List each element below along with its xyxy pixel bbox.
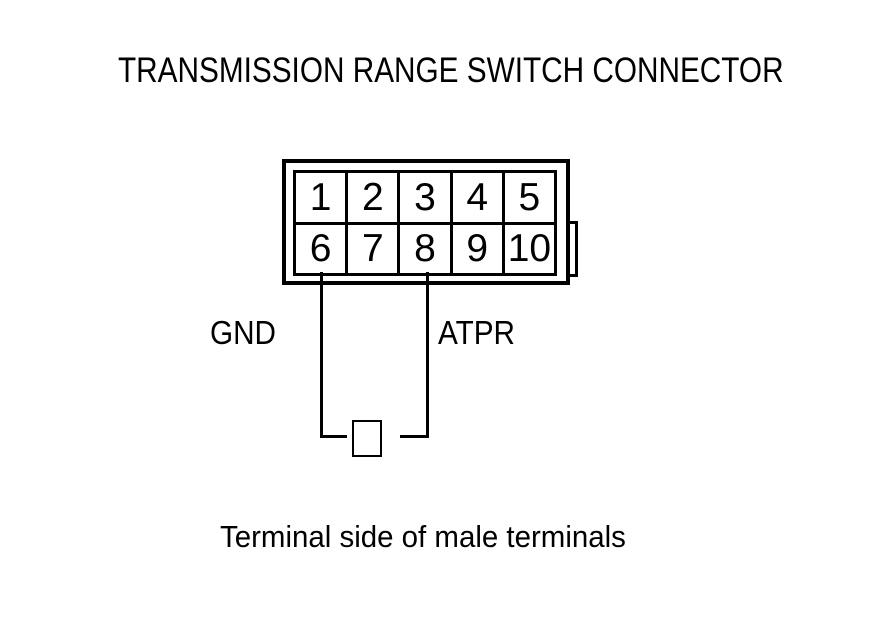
label-atpr: ATPR: [438, 314, 516, 351]
pin-cell-6: 6: [296, 224, 346, 273]
pin-cell-7: 7: [348, 224, 398, 273]
wire-atpr-elbow: [400, 435, 428, 438]
pin-cell-4: 4: [452, 173, 502, 222]
wire-atpr-vertical: [426, 272, 429, 438]
wire-gnd-vertical: [320, 272, 323, 438]
inline-connector-symbol: [352, 420, 382, 457]
pin-cell-9: 9: [452, 224, 502, 273]
pin-cell-8: 8: [400, 224, 450, 273]
label-gnd: GND: [210, 314, 277, 351]
connector-key-tab: [567, 221, 578, 277]
diagram-caption: Terminal side of male terminals: [220, 519, 626, 554]
pin-cell-10: 10: [504, 224, 554, 273]
pin-grid: 1 2 3 4 5 6 7 8 9 10: [293, 170, 557, 276]
diagram-title: TRANSMISSION RANGE SWITCH CONNECTOR: [118, 51, 784, 90]
pin-cell-2: 2: [348, 173, 398, 222]
wire-gnd-elbow: [320, 435, 347, 438]
pin-cell-3: 3: [400, 173, 450, 222]
pin-cell-1: 1: [296, 173, 346, 222]
pin-cell-5: 5: [504, 173, 554, 222]
